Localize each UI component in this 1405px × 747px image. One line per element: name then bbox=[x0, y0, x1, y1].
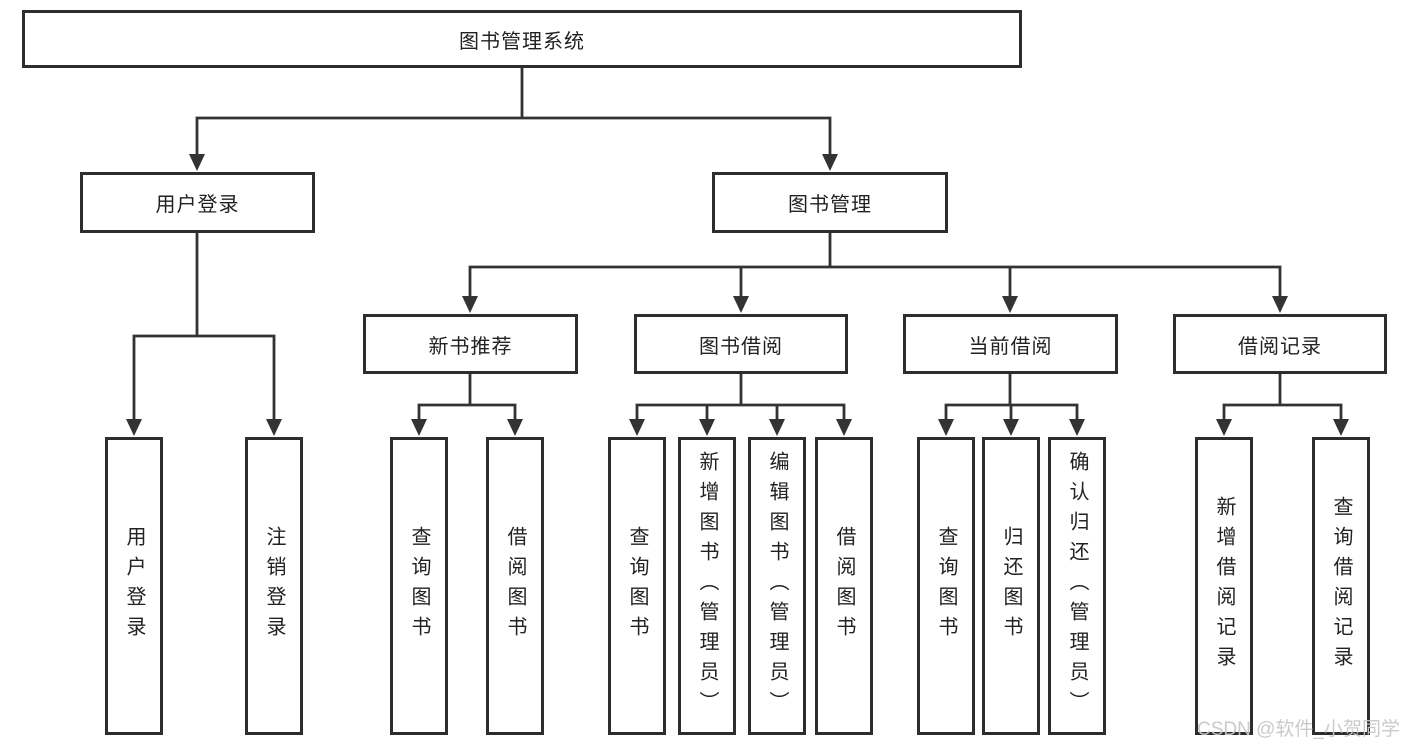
leaf-label: 查询图书 bbox=[935, 526, 957, 646]
leaf-label: 借阅图书 bbox=[504, 526, 526, 646]
connector-borrowing-records bbox=[1216, 372, 1349, 436]
arrowhead-icon bbox=[733, 296, 749, 313]
node-new-book-recommendation: 新书推荐 bbox=[363, 314, 578, 374]
leaf-label: 注销登录 bbox=[263, 526, 285, 646]
leaf-query-books-borrow: 查询图书 bbox=[608, 437, 666, 735]
arrowhead-icon bbox=[1003, 419, 1019, 436]
connector-new-book-recommendation bbox=[411, 372, 523, 436]
node-label: 借阅记录 bbox=[1238, 335, 1322, 358]
leaf-confirm-return-admin: 确认归还（管理员） bbox=[1048, 437, 1106, 735]
arrowhead-icon bbox=[629, 419, 645, 436]
node-book-management: 图书管理 bbox=[712, 172, 948, 233]
leaf-add-borrow-record: 新增借阅记录 bbox=[1195, 437, 1253, 735]
leaf-label: 查询借阅记录 bbox=[1330, 496, 1352, 676]
leaf-borrow-books-recommend: 借阅图书 bbox=[486, 437, 544, 735]
leaf-borrow-books: 借阅图书 bbox=[815, 437, 873, 735]
leaf-label: 借阅图书 bbox=[833, 526, 855, 646]
arrowhead-icon bbox=[1333, 419, 1349, 436]
leaf-label: 用户登录 bbox=[123, 526, 145, 646]
arrowhead-icon bbox=[462, 296, 478, 313]
arrowhead-icon bbox=[266, 419, 282, 436]
arrowhead-icon bbox=[938, 419, 954, 436]
leaf-edit-books-admin: 编辑图书（管理员） bbox=[748, 437, 806, 735]
arrowhead-icon bbox=[769, 419, 785, 436]
connector-current-borrowing bbox=[938, 372, 1085, 436]
node-label: 当前借阅 bbox=[968, 335, 1053, 358]
arrowhead-icon bbox=[1216, 419, 1232, 436]
arrowhead-icon bbox=[836, 419, 852, 436]
arrowhead-icon bbox=[1069, 419, 1085, 436]
node-user-login: 用户登录 bbox=[80, 172, 315, 233]
node-borrowing-records: 借阅记录 bbox=[1173, 314, 1387, 374]
node-library-management-system: 图书管理系统 bbox=[22, 10, 1022, 68]
connector-user-login bbox=[126, 231, 282, 436]
node-label: 图书管理 bbox=[788, 194, 872, 216]
arrowhead-icon bbox=[126, 419, 142, 436]
leaf-label: 新增借阅记录 bbox=[1213, 496, 1235, 676]
leaf-query-books-recommend: 查询图书 bbox=[390, 437, 448, 735]
arrowhead-icon bbox=[699, 419, 715, 436]
arrowhead-icon bbox=[1002, 296, 1018, 313]
leaf-label: 确认归还（管理员） bbox=[1066, 451, 1088, 721]
leaf-query-borrow-record: 查询借阅记录 bbox=[1312, 437, 1370, 735]
arrowhead-icon bbox=[1272, 296, 1288, 313]
node-label: 图书借阅 bbox=[699, 335, 783, 358]
csdn-watermark: CSDN @软件_小贺同学 bbox=[1197, 719, 1400, 740]
leaf-label: 编辑图书（管理员） bbox=[766, 451, 788, 721]
node-current-borrowing: 当前借阅 bbox=[903, 314, 1118, 374]
leaf-logout: 注销登录 bbox=[245, 437, 303, 735]
connector-root bbox=[189, 66, 838, 171]
leaf-label: 归还图书 bbox=[1000, 526, 1022, 646]
arrowhead-icon bbox=[822, 154, 838, 171]
leaf-label: 查询图书 bbox=[408, 526, 430, 646]
leaf-add-books-admin: 新增图书（管理员） bbox=[678, 437, 736, 735]
arrowhead-icon bbox=[189, 154, 205, 171]
node-label: 图书管理系统 bbox=[459, 30, 585, 53]
leaf-query-books-current: 查询图书 bbox=[917, 437, 975, 735]
node-label: 用户登录 bbox=[155, 194, 240, 216]
leaf-user-login: 用户登录 bbox=[105, 437, 163, 735]
node-book-borrowing: 图书借阅 bbox=[634, 314, 848, 374]
arrowhead-icon bbox=[411, 419, 427, 436]
arrowhead-icon bbox=[507, 419, 523, 436]
connector-book-borrowing bbox=[629, 372, 852, 436]
leaf-label: 查询图书 bbox=[626, 526, 648, 646]
node-label: 新书推荐 bbox=[428, 335, 513, 358]
leaf-label: 新增图书（管理员） bbox=[696, 451, 718, 721]
connector-book-management bbox=[462, 231, 1288, 313]
leaf-return-books: 归还图书 bbox=[982, 437, 1040, 735]
